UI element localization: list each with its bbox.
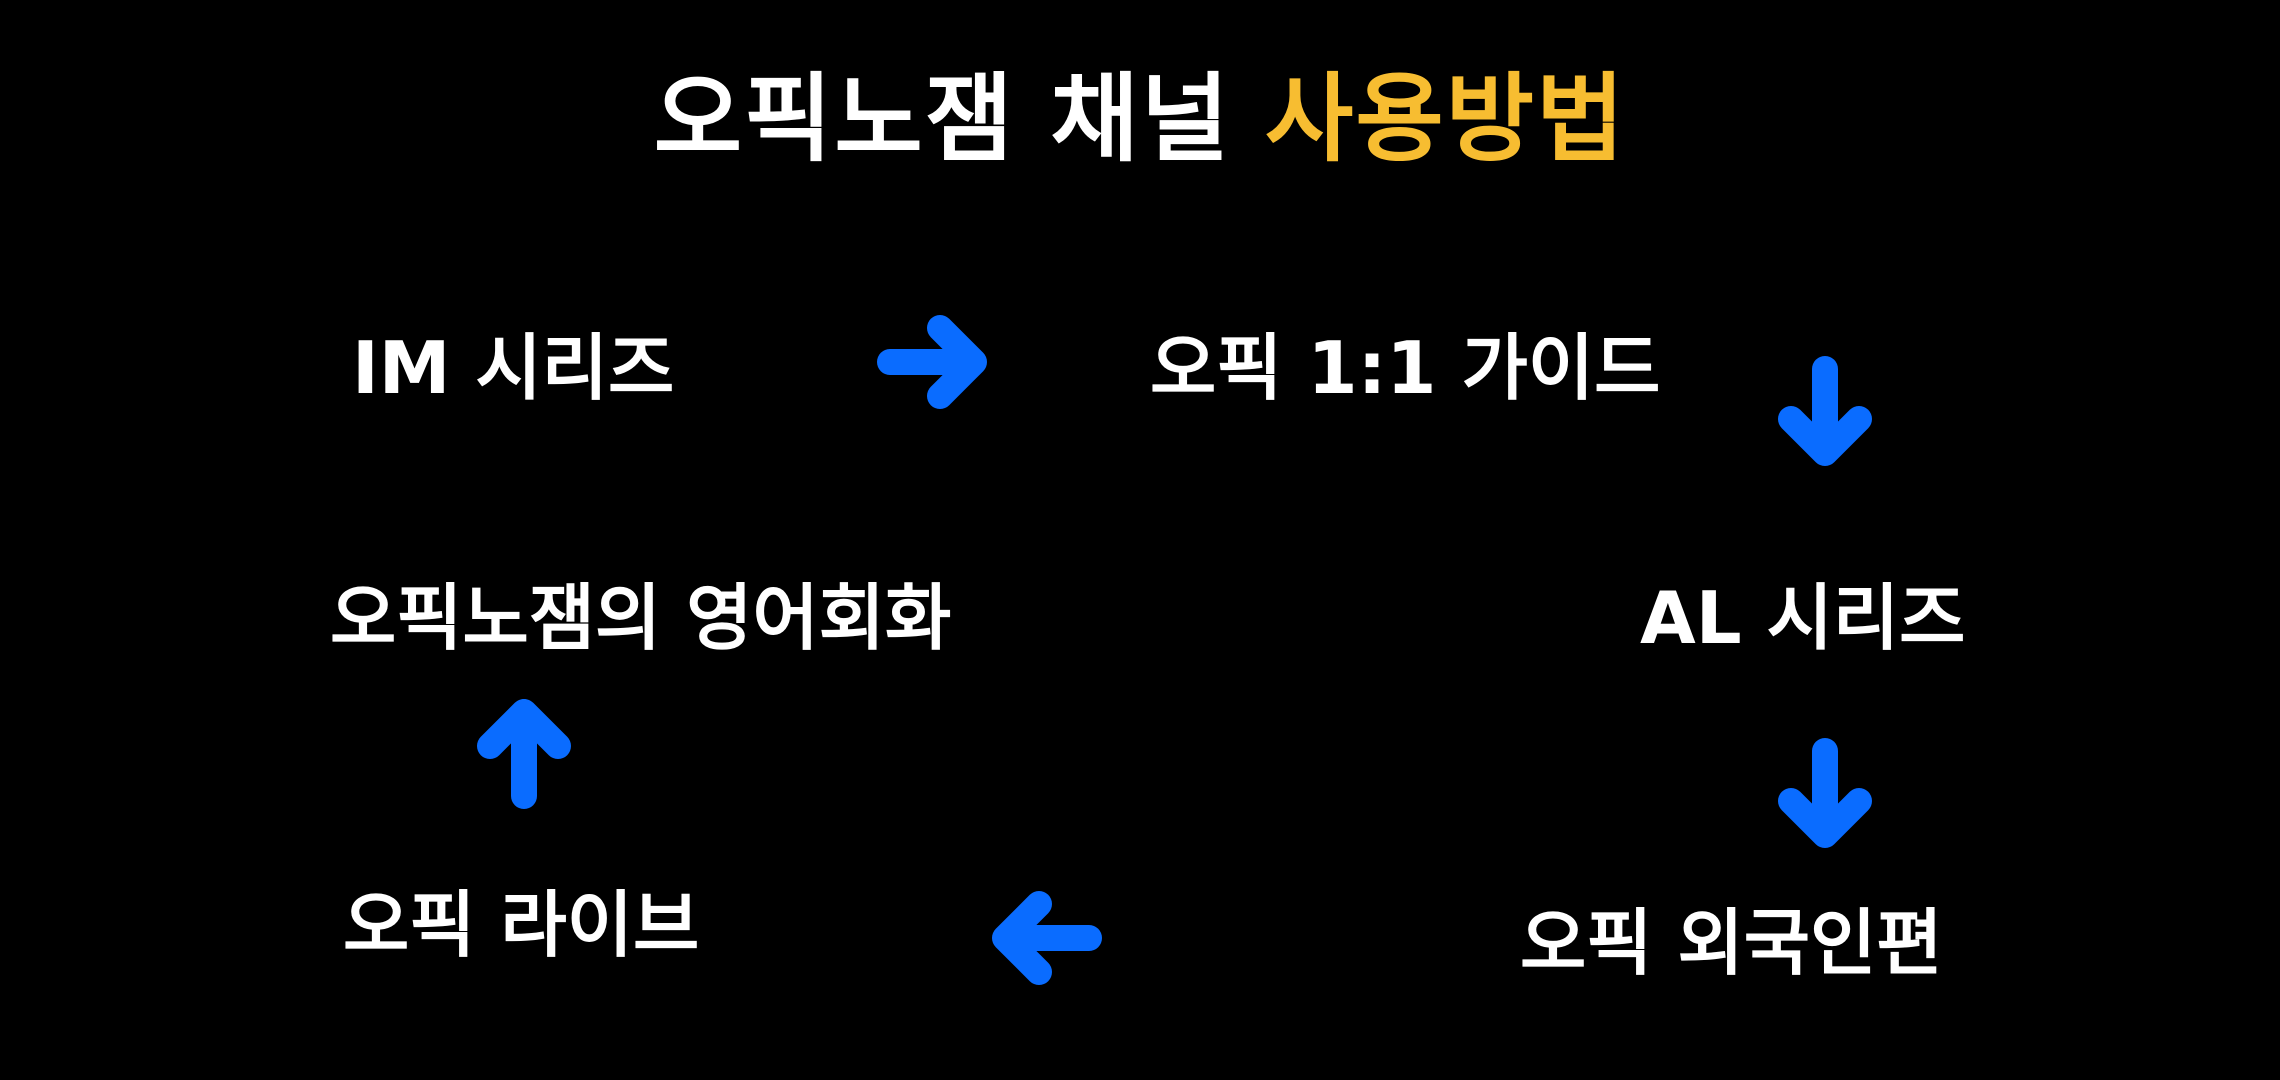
node-foreigner: 오픽 외국인편 [1520,901,1943,985]
page-title: 오픽노잼 채널 사용방법 [0,40,2280,180]
title-main: 오픽노잼 채널 [653,62,1232,175]
node-conversation: 오픽노잼의 영어회화 [330,576,952,660]
arrow-down-icon [1765,737,1885,857]
arrow-down-icon [1765,355,1885,475]
title-highlight: 사용방법 [1265,62,1627,175]
node-live: 오픽 라이브 [343,883,700,967]
node-guide: 오픽 1:1 가이드 [1150,326,1661,410]
node-al-series: AL 시리즈 [1640,576,1966,660]
arrow-up-icon [464,690,584,810]
node-im-series: IM 시리즈 [352,326,675,410]
arrow-right-icon [876,302,996,422]
arrow-left-icon [983,878,1103,998]
